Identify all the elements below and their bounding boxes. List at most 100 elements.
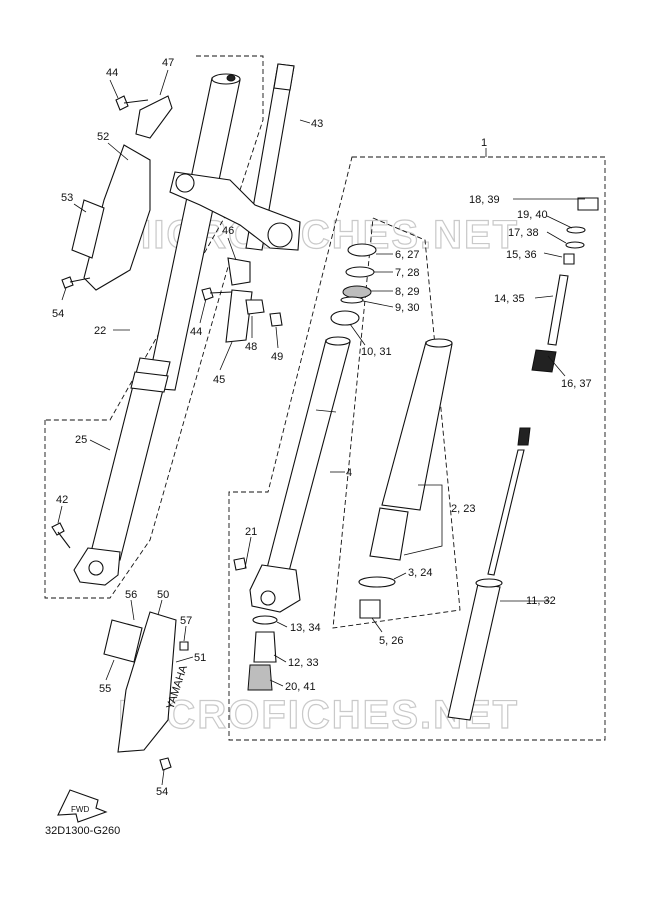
label-45: 45 <box>213 374 225 386</box>
label-43: 43 <box>311 118 323 130</box>
cartridge-top <box>475 578 503 588</box>
axle-bracket-center <box>249 564 301 613</box>
diagram-code: 32D1300-G260 <box>45 825 120 837</box>
under-bracket <box>169 171 301 251</box>
bracket-clamp-left <box>175 173 195 193</box>
label-5-26: 5, 26 <box>379 635 403 647</box>
label-19-40: 19, 40 <box>517 209 548 221</box>
rod-14-35 <box>547 274 569 346</box>
group-boundary-left <box>44 259 231 599</box>
bracket-clamp-right <box>267 222 293 248</box>
bolt-44-mid <box>201 287 233 301</box>
label-42: 42 <box>56 494 68 506</box>
part-5-26 <box>359 599 381 619</box>
bolt-57 <box>179 641 189 651</box>
steering-stem-threads <box>273 63 295 91</box>
bolt-54-top <box>61 276 91 289</box>
part-8-29 <box>342 285 372 299</box>
nut-15-36 <box>563 253 575 265</box>
ring-19-40 <box>566 226 586 234</box>
part-6-27 <box>347 243 377 257</box>
ring-3-24 <box>358 576 396 588</box>
leader-lines <box>57 69 585 786</box>
part-12-33 <box>253 631 277 663</box>
pad-53 <box>71 199 105 259</box>
outer-tube-lower <box>369 507 409 561</box>
label-12-33: 12, 33 <box>288 657 319 669</box>
fwd-arrow-icon <box>57 789 108 823</box>
label-15-36: 15, 36 <box>506 249 537 261</box>
inner-tube-4 <box>265 339 351 576</box>
label-54-bottom: 54 <box>156 786 168 798</box>
part-10-31 <box>330 310 360 326</box>
outer-tube-assembled <box>89 357 171 561</box>
label-4: 4 <box>346 467 352 479</box>
label-3-24: 3, 24 <box>408 567 432 579</box>
label-50: 50 <box>157 589 169 601</box>
bolt-49 <box>269 312 283 327</box>
bracket-47 <box>135 95 173 139</box>
bolt-21 <box>233 557 247 571</box>
group-boundary-inner <box>332 217 461 629</box>
label-51: 51 <box>194 652 206 664</box>
part-labels: 44 47 43 52 1 53 18, 39 19, 40 17, 38 46… <box>52 57 592 798</box>
part-9-30 <box>340 296 364 304</box>
label-54-top: 54 <box>52 308 64 320</box>
dust-seal-ring <box>130 371 169 393</box>
guard-50 <box>117 611 177 753</box>
label-9-30: 9, 30 <box>395 302 419 314</box>
bolt-42 <box>51 522 71 549</box>
part-7-28 <box>345 266 375 278</box>
cap-18-39 <box>577 197 599 211</box>
holder-46 <box>227 257 251 286</box>
label-22: 22 <box>94 325 106 337</box>
label-55: 55 <box>99 683 111 695</box>
tube-marking <box>315 409 337 413</box>
part-20-41 <box>247 664 273 691</box>
label-52: 52 <box>97 131 109 143</box>
label-2-23: 2, 23 <box>451 503 475 515</box>
inner-tube-cap <box>211 73 241 85</box>
guard-55-56 <box>103 619 143 663</box>
bolt-44-top <box>115 95 149 111</box>
label-1: 1 <box>481 137 487 149</box>
axle-hole-center <box>260 590 276 606</box>
label-21: 21 <box>245 526 257 538</box>
damper-rod <box>487 449 525 576</box>
fork-cap-bolt <box>226 74 236 82</box>
label-20-41: 20, 41 <box>285 681 316 693</box>
spring-small <box>517 427 531 446</box>
label-7-28: 7, 28 <box>395 267 419 279</box>
label-47: 47 <box>162 57 174 69</box>
label-48: 48 <box>245 341 257 353</box>
label-6-27: 6, 27 <box>395 249 419 261</box>
inner-tube-4-top <box>325 336 351 346</box>
label-16-37: 16, 37 <box>561 378 592 390</box>
label-17-38: 17, 38 <box>508 227 539 239</box>
label-56: 56 <box>125 589 137 601</box>
clamp-48 <box>245 299 265 315</box>
label-44-mid: 44 <box>190 326 202 338</box>
axle-hole-left <box>88 560 104 576</box>
label-53: 53 <box>61 192 73 204</box>
label-11-32: 11, 32 <box>526 595 556 607</box>
label-57: 57 <box>180 615 192 627</box>
ring-17-38 <box>565 241 585 249</box>
group-boundary-right <box>228 156 606 741</box>
label-13-34: 13, 34 <box>290 622 321 634</box>
label-8-29: 8, 29 <box>395 286 419 298</box>
bolt-54-bottom <box>159 757 172 771</box>
label-18-39: 18, 39 <box>469 194 500 206</box>
holder-45 <box>225 289 253 343</box>
part-13-34 <box>252 615 278 625</box>
label-49: 49 <box>271 351 283 363</box>
label-14-35: 14, 35 <box>494 293 525 305</box>
outer-tube-top <box>425 338 453 348</box>
label-46: 46 <box>222 225 234 237</box>
label-10-31: 10, 31 <box>361 346 392 358</box>
spring-16-37 <box>531 349 557 373</box>
label-44-top: 44 <box>106 67 118 79</box>
label-25: 25 <box>75 434 87 446</box>
fwd-label: FWD <box>71 805 89 814</box>
